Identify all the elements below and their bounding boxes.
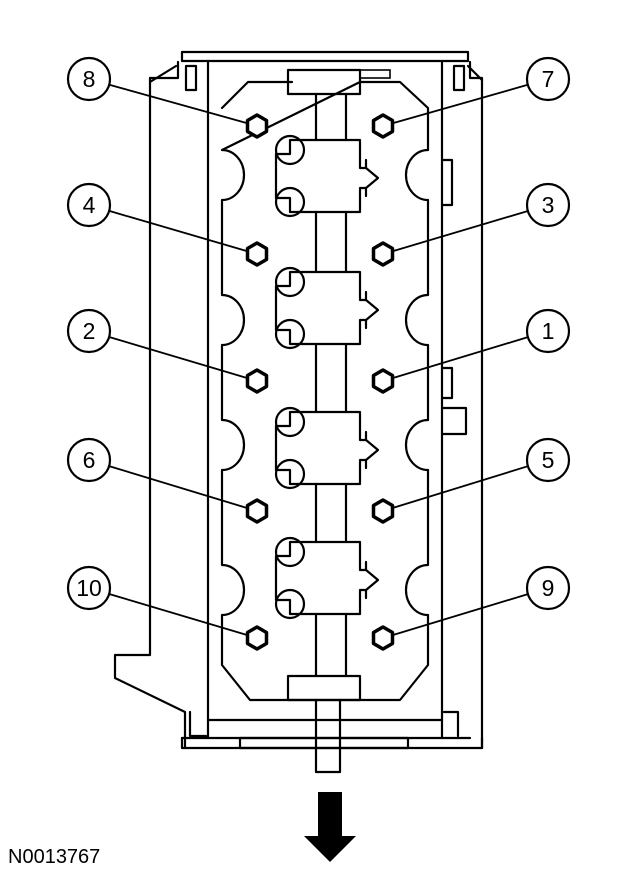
callout-leaders [108, 83, 529, 636]
callout-number: 3 [542, 192, 555, 218]
leader-line-9 [392, 593, 529, 636]
leader-line-5 [392, 465, 529, 509]
bolt-4 [245, 241, 269, 267]
callout-number: 5 [542, 447, 555, 473]
callout-3: 3 [525, 182, 571, 228]
leader-line-4 [108, 210, 248, 253]
callout-4: 4 [66, 182, 112, 228]
callout-number: 10 [76, 575, 102, 601]
callout-2: 2 [66, 308, 112, 354]
callout-number: 7 [542, 66, 555, 92]
camshaft [238, 68, 410, 774]
callout-number: 1 [542, 318, 555, 344]
front-direction-arrow [304, 792, 356, 862]
leader-line-2 [108, 336, 248, 379]
bearing-caps [274, 134, 380, 620]
leader-line-8 [108, 83, 248, 125]
callout-circle [66, 308, 112, 354]
callout-circle [525, 308, 571, 354]
callout-6: 6 [66, 437, 112, 483]
callout-number: 4 [83, 192, 96, 218]
callout-circle [66, 437, 112, 483]
callout-circle [525, 56, 571, 102]
head-body [220, 80, 430, 702]
callout-number: 8 [83, 66, 96, 92]
bolt-9 [371, 625, 395, 651]
callout-9: 9 [525, 565, 571, 611]
bolt-5 [371, 498, 395, 524]
leader-line-7 [392, 83, 529, 125]
callout-number: 6 [83, 447, 96, 473]
bolt-7 [371, 113, 395, 139]
bolt-6 [245, 498, 269, 524]
callout-1: 1 [525, 308, 571, 354]
callout-circle [66, 182, 112, 228]
head-bolts [245, 113, 395, 651]
outer-housing [113, 50, 484, 750]
bolt-2 [245, 368, 269, 394]
callout-number: 2 [83, 318, 96, 344]
callout-circle [525, 182, 571, 228]
callout-8: 8 [66, 56, 112, 102]
callout-circle [66, 565, 112, 611]
figure-id: N0013767 [8, 846, 101, 868]
callout-circle [525, 565, 571, 611]
callout-circle [66, 56, 112, 102]
callout-5: 5 [525, 437, 571, 483]
bolt-1 [371, 368, 395, 394]
bolt-3 [371, 241, 395, 267]
leader-line-6 [108, 465, 248, 509]
callout-circle [525, 437, 571, 483]
callout-7: 7 [525, 56, 571, 102]
leader-line-3 [392, 210, 529, 253]
leader-line-1 [392, 336, 529, 379]
callout-10: 10 [66, 565, 112, 611]
callout-number: 9 [542, 575, 555, 601]
leader-line-10 [108, 593, 248, 636]
bolt-8 [245, 113, 269, 139]
bolt-10 [245, 625, 269, 651]
callout-labels: 1 2 3 4 5 6 7 8 9 10 [66, 56, 571, 611]
